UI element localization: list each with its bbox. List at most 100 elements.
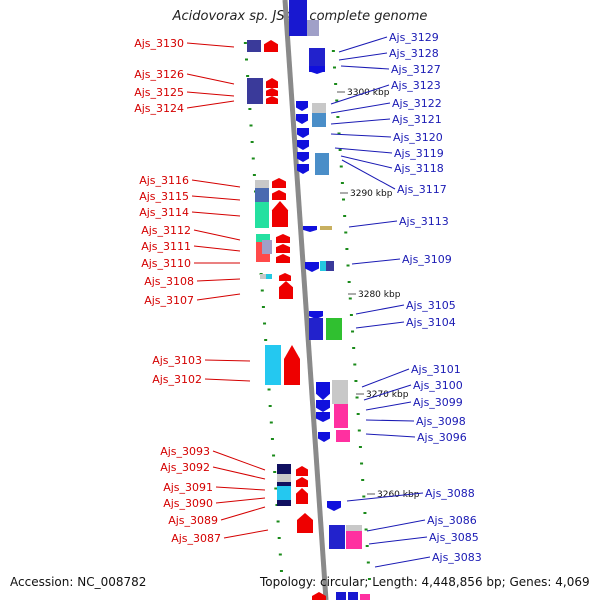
gene-arrow-forward bbox=[272, 201, 288, 227]
gene-label-right: Ajs_3121 bbox=[392, 113, 442, 126]
gene-label-left: Ajs_3091 bbox=[163, 481, 213, 494]
gene-arrow-forward bbox=[284, 345, 300, 385]
tick-mark bbox=[249, 124, 253, 127]
leader-line bbox=[355, 321, 405, 329]
leader-line bbox=[191, 179, 241, 188]
tick-mark bbox=[260, 289, 264, 292]
tick-mark bbox=[243, 42, 247, 44]
tick-mark bbox=[276, 520, 280, 523]
leader-line bbox=[191, 211, 241, 217]
leader-line bbox=[361, 368, 410, 388]
tick-mark bbox=[270, 438, 274, 440]
gene-arrow-forward bbox=[279, 273, 291, 281]
gene-block bbox=[255, 188, 269, 202]
leader-line bbox=[186, 91, 235, 97]
gene-label-left: Ajs_3112 bbox=[141, 224, 191, 237]
tick-mark bbox=[363, 512, 367, 514]
gene-arrow-reverse bbox=[316, 400, 330, 412]
gene-label-left: Ajs_3114 bbox=[139, 206, 189, 219]
gene-label-right: Ajs_3096 bbox=[417, 431, 467, 444]
gene-label-left: Ajs_3124 bbox=[134, 102, 184, 115]
leader-line bbox=[196, 293, 241, 301]
gene-block bbox=[309, 318, 323, 340]
gene-block bbox=[262, 240, 272, 254]
gene-block bbox=[277, 486, 291, 500]
tick-mark bbox=[278, 553, 282, 556]
gene-label-right: Ajs_3086 bbox=[427, 514, 477, 527]
gene-label-right: Ajs_3128 bbox=[389, 47, 439, 60]
gene-label-right: Ajs_3109 bbox=[402, 253, 452, 266]
gene-label-right: Ajs_3083 bbox=[432, 551, 482, 564]
leader-line bbox=[365, 419, 415, 422]
tick-mark bbox=[345, 248, 349, 250]
gene-label-right: Ajs_3105 bbox=[406, 299, 456, 312]
tick-mark bbox=[355, 396, 359, 399]
tick-mark bbox=[268, 405, 272, 407]
gene-block bbox=[320, 261, 326, 271]
tick-mark bbox=[261, 306, 265, 308]
tick-mark bbox=[365, 545, 369, 547]
tick-mark bbox=[252, 174, 256, 176]
tick-mark bbox=[272, 454, 276, 457]
tick-mark bbox=[244, 58, 248, 61]
tick-mark bbox=[274, 487, 278, 490]
gene-label-left: Ajs_3103 bbox=[152, 354, 202, 367]
leader-line bbox=[196, 278, 241, 282]
gene-label-left: Ajs_3111 bbox=[141, 240, 191, 253]
leader-line bbox=[334, 147, 393, 154]
tick-mark bbox=[351, 330, 355, 333]
gene-arrow-reverse bbox=[297, 128, 309, 138]
gene-arrow-forward bbox=[296, 477, 308, 487]
scale-label: 3270 kbp bbox=[366, 390, 409, 400]
tick-mark bbox=[275, 504, 279, 506]
scale-label: 3260 kbp bbox=[377, 490, 420, 500]
tick-mark bbox=[362, 495, 366, 498]
leader-line bbox=[330, 84, 390, 105]
gene-block bbox=[336, 592, 346, 600]
tick-mark bbox=[342, 198, 346, 201]
tick-mark bbox=[347, 281, 351, 283]
gene-arrow-reverse bbox=[305, 262, 319, 272]
tick-mark bbox=[343, 215, 347, 217]
leader-line bbox=[215, 486, 266, 491]
gene-block bbox=[334, 404, 348, 428]
leader-line bbox=[330, 102, 391, 114]
leader-line bbox=[374, 556, 431, 568]
gene-label-right: Ajs_3119 bbox=[394, 147, 444, 160]
gene-block bbox=[265, 345, 281, 385]
leader-line bbox=[212, 466, 266, 480]
tick-mark bbox=[360, 462, 364, 465]
tick-mark bbox=[339, 165, 343, 168]
gene-arrow-reverse bbox=[318, 432, 330, 442]
tick-mark bbox=[346, 264, 350, 267]
leader-line bbox=[340, 155, 393, 169]
gene-label-right: Ajs_3129 bbox=[389, 31, 439, 44]
left-labels: Ajs_3130Ajs_3126Ajs_3125Ajs_3124Ajs_3116… bbox=[134, 37, 269, 545]
leader-line bbox=[355, 304, 405, 315]
tick-mark bbox=[338, 149, 342, 151]
tick-mark bbox=[344, 231, 348, 234]
gene-arrow-reverse bbox=[297, 140, 309, 150]
gene-block bbox=[312, 113, 326, 127]
tick-mark bbox=[356, 413, 360, 415]
gene-features bbox=[247, 0, 370, 600]
scale-label: 3280 kbp bbox=[358, 290, 401, 300]
gene-label-left: Ajs_3092 bbox=[160, 461, 210, 474]
gene-label-right: Ajs_3122 bbox=[392, 97, 442, 110]
tick-mark bbox=[269, 421, 273, 424]
tick-mark bbox=[331, 50, 335, 52]
leader-line bbox=[204, 359, 251, 362]
leader-line bbox=[212, 450, 266, 471]
tick-mark bbox=[367, 578, 371, 580]
gene-arrow-reverse bbox=[303, 226, 317, 232]
gene-label-right: Ajs_3101 bbox=[411, 363, 461, 376]
tick-mark bbox=[358, 446, 362, 448]
leader-line bbox=[341, 159, 396, 190]
gene-arrow-forward bbox=[296, 466, 308, 476]
right-labels: Ajs_3129Ajs_3128Ajs_3127Ajs_3123Ajs_3122… bbox=[330, 31, 482, 568]
leader-line bbox=[330, 118, 391, 125]
leader-line bbox=[365, 401, 412, 411]
tick-mark bbox=[352, 347, 356, 349]
